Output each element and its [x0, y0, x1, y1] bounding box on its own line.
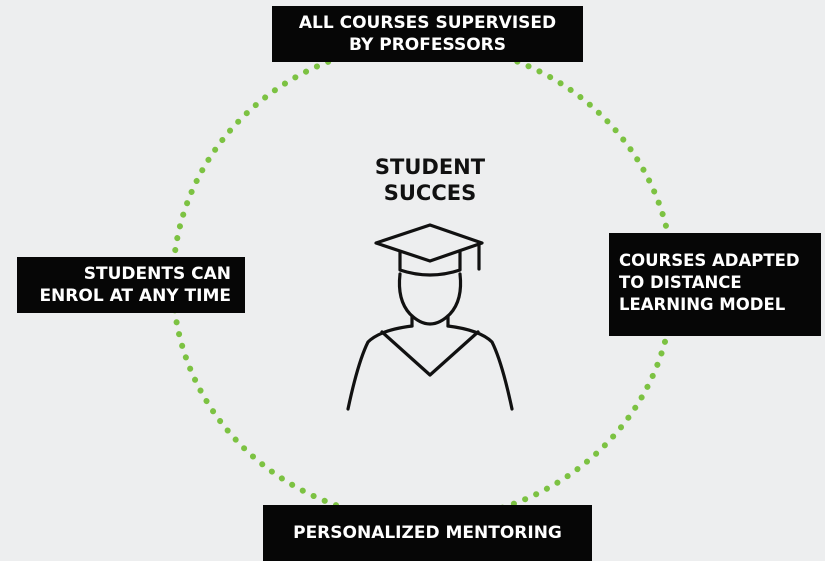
feature-box-top: ALL COURSES SUPERVISED BY PROFESSORS — [272, 6, 583, 62]
feature-box-bottom: PERSONALIZED MENTORING — [263, 505, 592, 561]
feature-box-right: COURSES ADAPTED TO DISTANCE LEARNING MOD… — [609, 233, 821, 336]
graduate-icon — [346, 223, 514, 411]
feature-box-left: STUDENTS CAN ENROL AT ANY TIME — [17, 257, 245, 313]
center-title: STUDENT SUCCES — [374, 155, 486, 205]
